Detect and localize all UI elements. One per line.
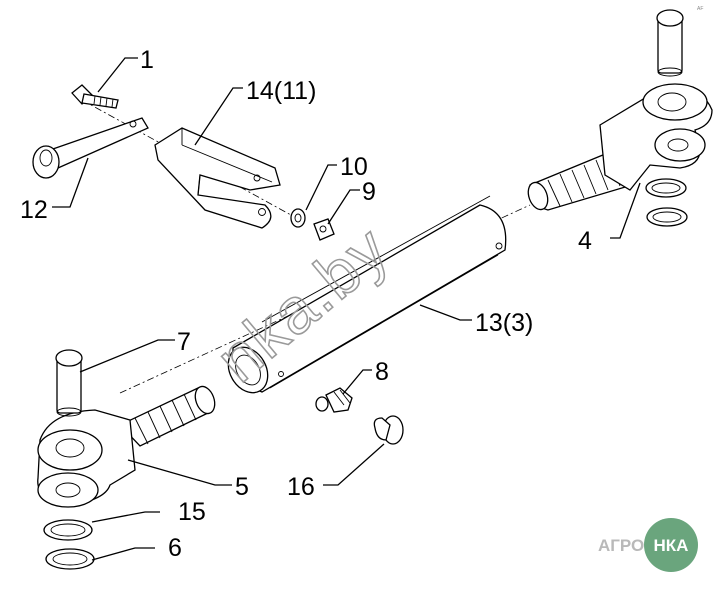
callout-4: 4 xyxy=(578,227,592,255)
part-4-yoke-upper xyxy=(527,83,713,211)
part-1-bolt xyxy=(71,84,119,109)
callout-12: 12 xyxy=(20,196,48,224)
part-12-strap xyxy=(32,117,149,179)
logo-text-left: АГРО xyxy=(598,536,644,555)
callout-14: 14(11) xyxy=(246,77,316,105)
part-5-yoke-lower xyxy=(37,385,216,508)
corner-mark: AF xyxy=(697,6,703,12)
callout-10: 10 xyxy=(340,153,368,181)
logo-text-right: НКА xyxy=(654,536,689,555)
logo-circle xyxy=(644,518,698,572)
callout-5: 5 xyxy=(235,473,249,501)
upper-washers xyxy=(645,178,688,227)
agro-nka-logo: АГРО НКА xyxy=(598,518,698,572)
callout-13: 13(3) xyxy=(475,309,533,337)
lower-washers xyxy=(43,519,95,570)
callout-9: 9 xyxy=(362,178,376,206)
callout-16: 16 xyxy=(287,473,315,501)
part-10-washer xyxy=(290,208,306,228)
callout-7: 7 xyxy=(177,328,191,356)
callout-1: 1 xyxy=(140,46,154,74)
callout-6: 6 xyxy=(168,534,182,562)
part-9-nut xyxy=(313,218,335,241)
part-13-tube xyxy=(227,195,507,394)
leader-lines xyxy=(52,57,641,561)
callout-8: 8 xyxy=(375,358,389,386)
upper-pin xyxy=(656,9,684,77)
part-7-pin xyxy=(55,349,83,417)
part-14-bracket xyxy=(154,127,281,229)
part-8-grease-nipple xyxy=(315,387,353,413)
part-16-cap xyxy=(373,415,404,445)
callout-15: 15 xyxy=(178,498,206,526)
